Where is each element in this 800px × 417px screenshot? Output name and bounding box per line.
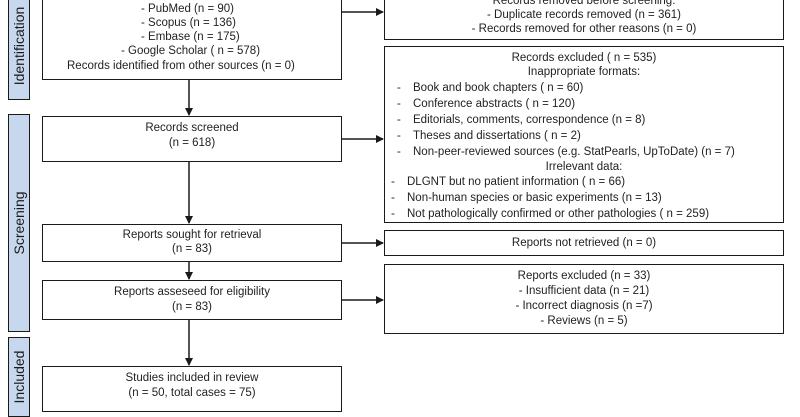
removed-duplicates: - Duplicate records removed (n = 361): [487, 9, 681, 21]
source-pubmed: - PubMed (n = 90): [141, 3, 235, 15]
source-embase: - Embase (n = 175): [141, 31, 240, 43]
phase-identification: Identification: [8, 0, 30, 100]
excluded-item-no-patient: DLGNT but no patient information ( n = 6…: [391, 175, 625, 189]
reports-sought-count: (n = 83): [172, 243, 212, 255]
records-screened-count: (n = 618): [168, 137, 216, 149]
records-excluded-box: Records excluded ( n = 535) Inappropriat…: [384, 46, 784, 223]
reports-excluded-box: Reports excluded (n = 33) - Insufficient…: [384, 264, 784, 334]
records-screened-title: Records screened: [145, 122, 239, 134]
reports-not-retrieved-title: Reports not retrieved (n = 0): [511, 237, 657, 249]
excluded-item-not-confirmed: Not pathologically confirmed or other pa…: [391, 207, 709, 221]
records-screened-box: Records screened (n = 618): [42, 116, 342, 162]
reports-excluded-insufficient: - Insufficient data (n = 21): [518, 285, 650, 297]
source-scopus: - Scopus (n = 136): [141, 17, 236, 29]
excluded-item-theses: Theses and dissertations ( n = 2): [397, 129, 581, 143]
excluded-item-non-peer: Non-peer-reviewed sources (e.g. StatPear…: [397, 145, 735, 159]
excluded-item-abstracts: Conference abstracts ( n = 120): [397, 97, 575, 111]
reports-excluded-title: Reports excluded (n = 33): [517, 270, 651, 282]
source-other: Records identified from other sources (n…: [67, 60, 295, 72]
excluded-item-editorials: Editorials, comments, correspondence (n …: [397, 113, 645, 127]
reports-not-retrieved-box: Reports not retrieved (n = 0): [384, 230, 784, 256]
phase-screening: Screening: [8, 114, 30, 332]
reports-assessed-box: Reports asseseed for eligibility (n = 83…: [42, 280, 342, 320]
reports-excluded-reviews: - Reviews (n = 5): [540, 315, 628, 327]
excluded-title: Records excluded ( n = 535): [511, 52, 657, 64]
studies-included-count: (n = 50, total cases = 75): [128, 387, 256, 399]
removed-box: Records removed before screening: - Dupl…: [384, 0, 784, 40]
source-google-scholar: - Google Scholar ( n = 578): [121, 45, 261, 57]
removed-title: Records removed before screening:: [492, 0, 676, 7]
excluded-item-books: Book and book chapters ( n = 60): [397, 81, 583, 95]
reports-excluded-incorrect: - Incorrect diagnosis (n =7): [515, 300, 653, 312]
removed-other: - Records removed for other reasons (n =…: [471, 23, 697, 35]
reports-sought-box: Reports sought for retrieval (n = 83): [42, 224, 342, 262]
reports-sought-title: Reports sought for retrieval: [122, 229, 262, 241]
studies-included-title: Studies included in review: [125, 372, 259, 384]
reports-assessed-title: Reports asseseed for eligibility: [114, 286, 270, 298]
reports-assessed-count: (n = 83): [172, 301, 212, 313]
excluded-heading-formats: Inappropriate formats:: [527, 66, 641, 78]
excluded-item-non-human: Non-human species or basic experiments (…: [391, 191, 662, 205]
flow-arrows: [185, 8, 384, 366]
identification-box: - PubMed (n = 90) - Scopus (n = 136) - E…: [42, 0, 342, 80]
excluded-heading-irrelevant: Irrelevant data:: [545, 161, 623, 173]
